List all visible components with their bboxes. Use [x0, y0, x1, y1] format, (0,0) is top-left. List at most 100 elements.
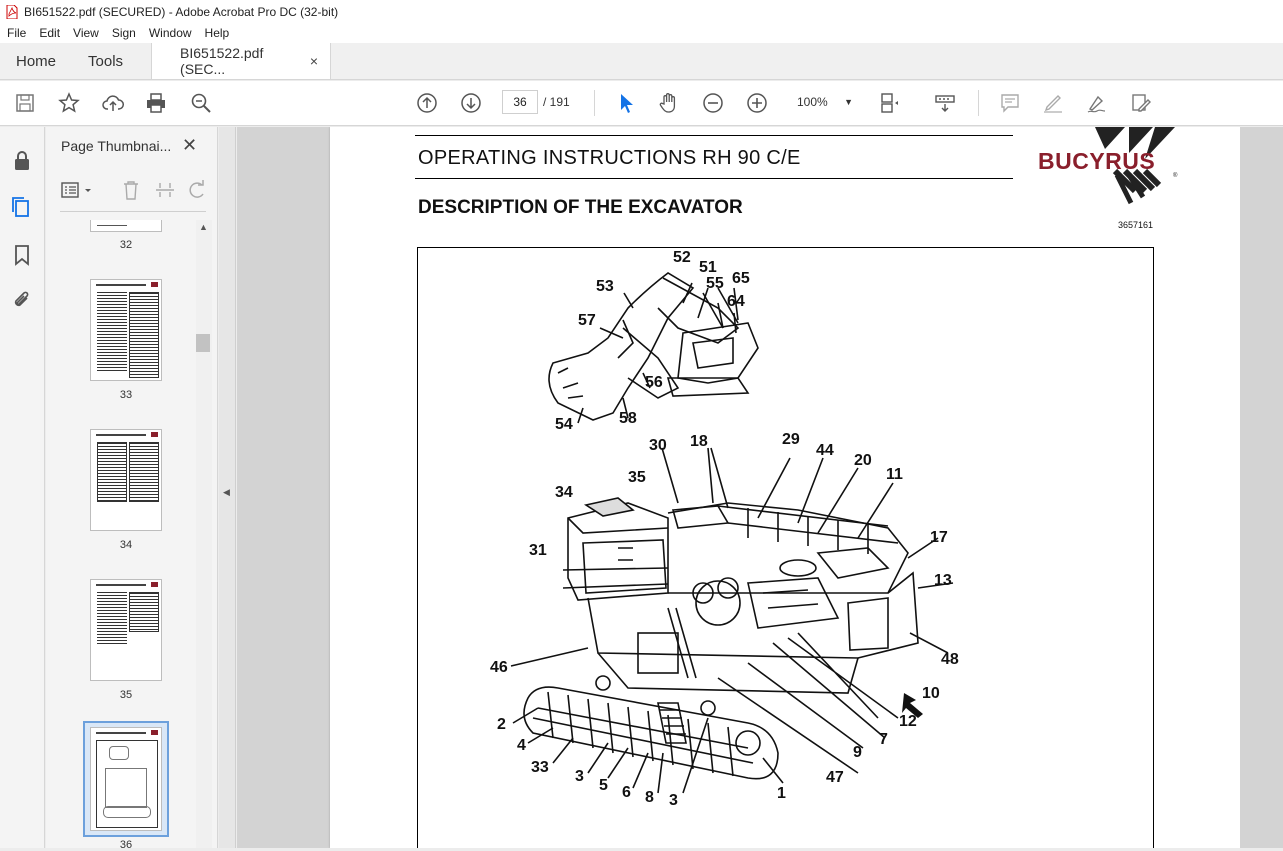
thumbnail-label-32: 32: [119, 239, 133, 251]
save-icon[interactable]: [13, 91, 37, 115]
chevron-up-icon[interactable]: ▲: [199, 222, 208, 232]
tab-close-icon[interactable]: ×: [309, 53, 319, 69]
rotate-page-icon[interactable]: [186, 179, 208, 201]
callout-label: 9: [853, 744, 862, 761]
callout-label: 6: [622, 784, 631, 801]
upload-cloud-icon[interactable]: [101, 91, 125, 115]
callout-label: 55: [706, 275, 724, 292]
callout-label: 34: [555, 484, 573, 501]
zoom-search-icon[interactable]: [189, 91, 213, 115]
callout-label: 13: [934, 572, 952, 589]
thumbnail-options-icon[interactable]: [60, 179, 96, 201]
bookmark-star-icon[interactable]: [57, 91, 81, 115]
lock-icon[interactable]: [10, 149, 34, 173]
title-bar: BI651522.pdf (SECURED) - Adobe Acrobat P…: [0, 0, 1283, 23]
callout-label: 2: [497, 716, 506, 733]
callout-label: 29: [782, 431, 800, 448]
header-rule-top: [415, 135, 1013, 136]
attachments-icon[interactable]: [10, 289, 34, 313]
menu-sign[interactable]: Sign: [111, 26, 136, 40]
callout-label: 4: [517, 737, 526, 754]
header-rule-bottom: [415, 178, 1013, 179]
callout-label: 10: [922, 685, 940, 702]
toolbar-separator: [594, 90, 595, 116]
left-navigation-rail: [0, 127, 45, 848]
callout-label: 57: [578, 312, 596, 329]
panel-collapse-strip[interactable]: ◀: [219, 127, 236, 848]
callout-label: 44: [816, 442, 834, 459]
zoom-out-icon[interactable]: [701, 91, 725, 115]
tab-tools-label: Tools: [88, 52, 124, 70]
callout-label: 3: [575, 768, 584, 785]
menu-edit[interactable]: Edit: [39, 26, 61, 40]
zoom-level-dropdown[interactable]: 100% ▼: [789, 90, 859, 114]
menu-window[interactable]: Window: [148, 26, 192, 40]
thumbnail-label-35: 35: [119, 689, 133, 701]
window-title: BI651522.pdf (SECURED) - Adobe Acrobat P…: [24, 4, 339, 19]
close-icon[interactable]: ✕: [182, 135, 198, 155]
scrolling-mode-icon[interactable]: [933, 91, 957, 115]
callout-label: 58: [619, 410, 637, 427]
pdf-file-icon: [6, 4, 18, 19]
callout-label: 56: [645, 374, 663, 391]
sign-icon[interactable]: [1085, 91, 1109, 115]
callout-label: 46: [490, 659, 508, 676]
next-page-icon[interactable]: [459, 91, 483, 115]
zoom-level-value: 100%: [797, 95, 828, 109]
menu-bar: File Edit View Sign Window Help: [0, 23, 1283, 43]
callout-label: 64: [727, 293, 745, 310]
document-viewport[interactable]: OPERATING INSTRUCTIONS RH 90 C/E DESCRIP…: [237, 127, 1283, 848]
tab-tools[interactable]: Tools: [72, 43, 151, 79]
callout-label: 65: [732, 270, 750, 287]
thumbnail-page-35[interactable]: [90, 579, 162, 681]
callout-label: 3: [669, 792, 678, 809]
page-total: / 191: [543, 95, 570, 109]
thumbnail-page-34[interactable]: [90, 429, 162, 531]
edit-tools-icon[interactable]: [1129, 91, 1153, 115]
select-cursor-icon[interactable]: [614, 91, 638, 115]
thumbnail-label-36: 36: [119, 839, 133, 851]
thumbnail-scroll-thumb[interactable]: [196, 334, 210, 352]
previous-page-icon[interactable]: [415, 91, 439, 115]
tab-document[interactable]: BI651522.pdf (SEC... ×: [151, 43, 332, 79]
thumbnail-scrollbar[interactable]: ▲: [196, 220, 212, 848]
hand-tool-icon[interactable]: [657, 91, 681, 115]
excavator-drawing: [510, 272, 954, 794]
document-number: 3657161: [1118, 220, 1154, 230]
callout-label: 51: [699, 259, 717, 276]
page-thumbnails-icon[interactable]: [10, 195, 34, 219]
document-header: OPERATING INSTRUCTIONS RH 90 C/E: [418, 147, 801, 169]
thumbnail-page-33[interactable]: [90, 279, 162, 381]
callout-label: 8: [645, 789, 654, 806]
callout-label: 18: [690, 433, 708, 450]
callout-label: 47: [826, 769, 844, 786]
chevron-left-icon[interactable]: ◀: [223, 487, 230, 497]
extract-page-icon[interactable]: [154, 179, 176, 201]
pdf-page: OPERATING INSTRUCTIONS RH 90 C/E DESCRIP…: [330, 127, 1241, 848]
thumbnail-page-36[interactable]: [90, 727, 162, 831]
menu-view[interactable]: View: [73, 26, 99, 40]
callout-label: 31: [529, 542, 547, 559]
menu-file[interactable]: File: [7, 26, 27, 40]
callout-label: 53: [596, 278, 614, 295]
print-icon[interactable]: [144, 91, 168, 115]
bookmarks-icon[interactable]: [10, 243, 34, 267]
menu-help[interactable]: Help: [204, 26, 230, 40]
comment-icon[interactable]: [998, 91, 1022, 115]
callout-label: 52: [673, 249, 691, 266]
bucyrus-logo-icon: [1095, 127, 1175, 205]
thumbnail-label-34: 34: [119, 539, 133, 551]
zoom-in-icon[interactable]: [745, 91, 769, 115]
toolbar-separator: [978, 90, 979, 116]
tab-home[interactable]: Home: [0, 43, 72, 79]
fit-page-icon[interactable]: [877, 91, 901, 115]
thumbnails-panel-title: Page Thumbnai...: [61, 138, 172, 154]
thumbnail-page-32[interactable]: [90, 220, 162, 232]
page-number-input[interactable]: 36: [502, 90, 538, 114]
delete-page-icon[interactable]: [120, 179, 142, 201]
tab-home-label: Home: [16, 52, 57, 70]
callout-label: 33: [531, 759, 549, 776]
document-subtitle: DESCRIPTION OF THE EXCAVATOR: [418, 197, 743, 218]
highlight-pen-icon[interactable]: [1041, 91, 1065, 115]
callout-label: 17: [930, 529, 948, 546]
